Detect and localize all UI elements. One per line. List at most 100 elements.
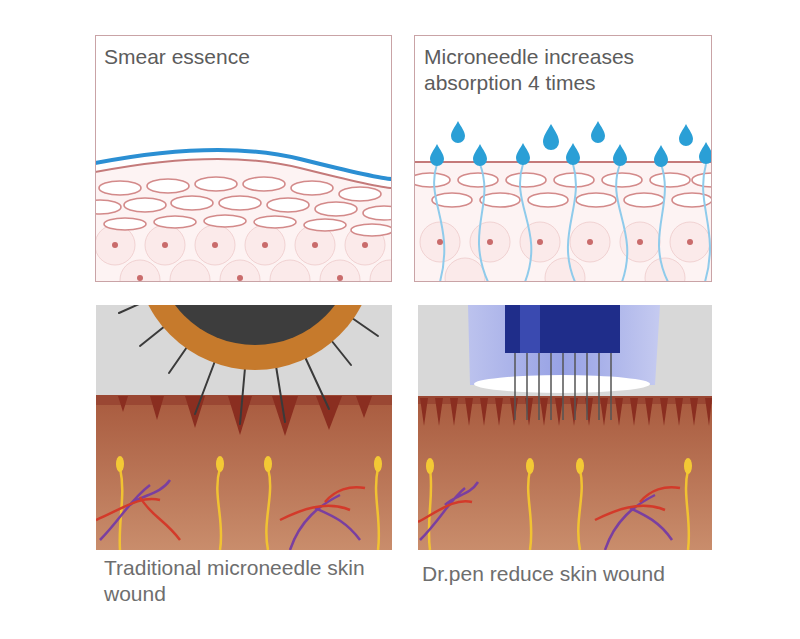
art-path	[480, 398, 488, 426]
panel-caption: Traditional microneedle skin wound	[104, 555, 374, 607]
art-g	[95, 225, 392, 282]
art-circle	[637, 239, 643, 245]
art-g	[515, 353, 611, 420]
art-line	[538, 353, 540, 420]
art-circle	[237, 275, 243, 281]
art-g	[426, 458, 692, 474]
art-path	[376, 468, 379, 550]
art-circle	[337, 275, 343, 281]
art-g	[118, 396, 372, 436]
art-g	[434, 164, 710, 282]
art-g	[96, 468, 379, 550]
art-path	[543, 124, 559, 150]
art-g	[430, 121, 712, 167]
art-ellipse	[374, 456, 382, 472]
art-ellipse	[124, 198, 166, 212]
art-ellipse	[195, 177, 237, 191]
art-ellipse	[692, 173, 712, 187]
art-ellipse	[554, 173, 594, 187]
art-ellipse	[576, 193, 616, 207]
art-circle	[537, 239, 543, 245]
art-path	[540, 398, 548, 426]
art-circle	[587, 239, 593, 245]
art-g	[112, 242, 368, 281]
art-rect	[418, 396, 712, 550]
art-path	[150, 396, 164, 420]
art-path	[435, 398, 443, 426]
art-circle	[135, 305, 375, 370]
art-ellipse	[474, 375, 650, 393]
art-rect	[418, 396, 712, 404]
art-path	[699, 142, 712, 164]
art-line	[140, 326, 165, 346]
art-circle	[470, 222, 510, 262]
art-ellipse	[602, 173, 642, 187]
art-line	[240, 368, 245, 424]
art-path	[520, 164, 531, 282]
art-path	[510, 398, 518, 426]
art-ellipse	[576, 458, 584, 474]
art-circle	[195, 225, 235, 265]
art-path	[429, 470, 431, 550]
art-line	[514, 353, 516, 420]
pen-illustration	[418, 305, 712, 550]
art-circle	[445, 258, 485, 282]
art-line	[562, 353, 564, 420]
panel-box: Microneedle increases absorption 4 times	[414, 35, 712, 282]
art-g	[420, 222, 710, 282]
art-circle	[245, 225, 285, 265]
art-circle	[670, 222, 710, 262]
art-ellipse	[267, 198, 309, 212]
art-line	[526, 353, 528, 420]
art-path	[450, 398, 458, 426]
art-circle	[162, 242, 168, 248]
art-circle	[687, 239, 693, 245]
art-ellipse	[684, 458, 692, 474]
art-rect	[418, 305, 712, 550]
art-ellipse	[254, 216, 296, 228]
panel-box: Smear essence	[95, 35, 392, 282]
art-ellipse	[672, 193, 712, 207]
art-circle	[570, 222, 610, 262]
art-circle	[320, 260, 360, 282]
art-ellipse	[216, 456, 224, 472]
art-ellipse	[528, 193, 568, 207]
art-circle	[312, 242, 318, 248]
art-path	[659, 164, 668, 282]
art-path	[495, 398, 503, 426]
art-path	[630, 398, 638, 426]
art-path	[570, 398, 578, 426]
art-ellipse	[243, 177, 285, 191]
art-g	[437, 239, 693, 245]
art-circle	[645, 258, 685, 282]
art-g	[95, 177, 392, 236]
art-ellipse	[304, 219, 346, 231]
panel-heading: Smear essence	[104, 44, 250, 70]
art-ellipse	[506, 173, 546, 187]
art-path	[420, 398, 428, 426]
art-circle	[420, 222, 460, 262]
art-ellipse	[95, 200, 121, 214]
art-circle	[212, 242, 218, 248]
art-path	[118, 396, 128, 412]
art-circle	[270, 260, 310, 282]
roller-illustration	[96, 305, 392, 550]
art-circle	[145, 225, 185, 265]
art-g	[420, 398, 712, 426]
art-path	[479, 164, 488, 282]
art-line	[305, 357, 329, 409]
art-path	[96, 497, 180, 540]
skin-layers-left	[95, 150, 392, 282]
art-rect	[505, 305, 620, 353]
art-ellipse	[650, 173, 690, 187]
art-line	[119, 305, 148, 313]
art-path	[591, 121, 605, 143]
art-path	[290, 495, 360, 550]
art-ellipse	[624, 193, 664, 207]
art-path	[473, 144, 487, 166]
art-circle	[137, 275, 143, 281]
art-ellipse	[116, 456, 124, 472]
art-path	[705, 398, 712, 426]
art-path	[616, 164, 627, 282]
